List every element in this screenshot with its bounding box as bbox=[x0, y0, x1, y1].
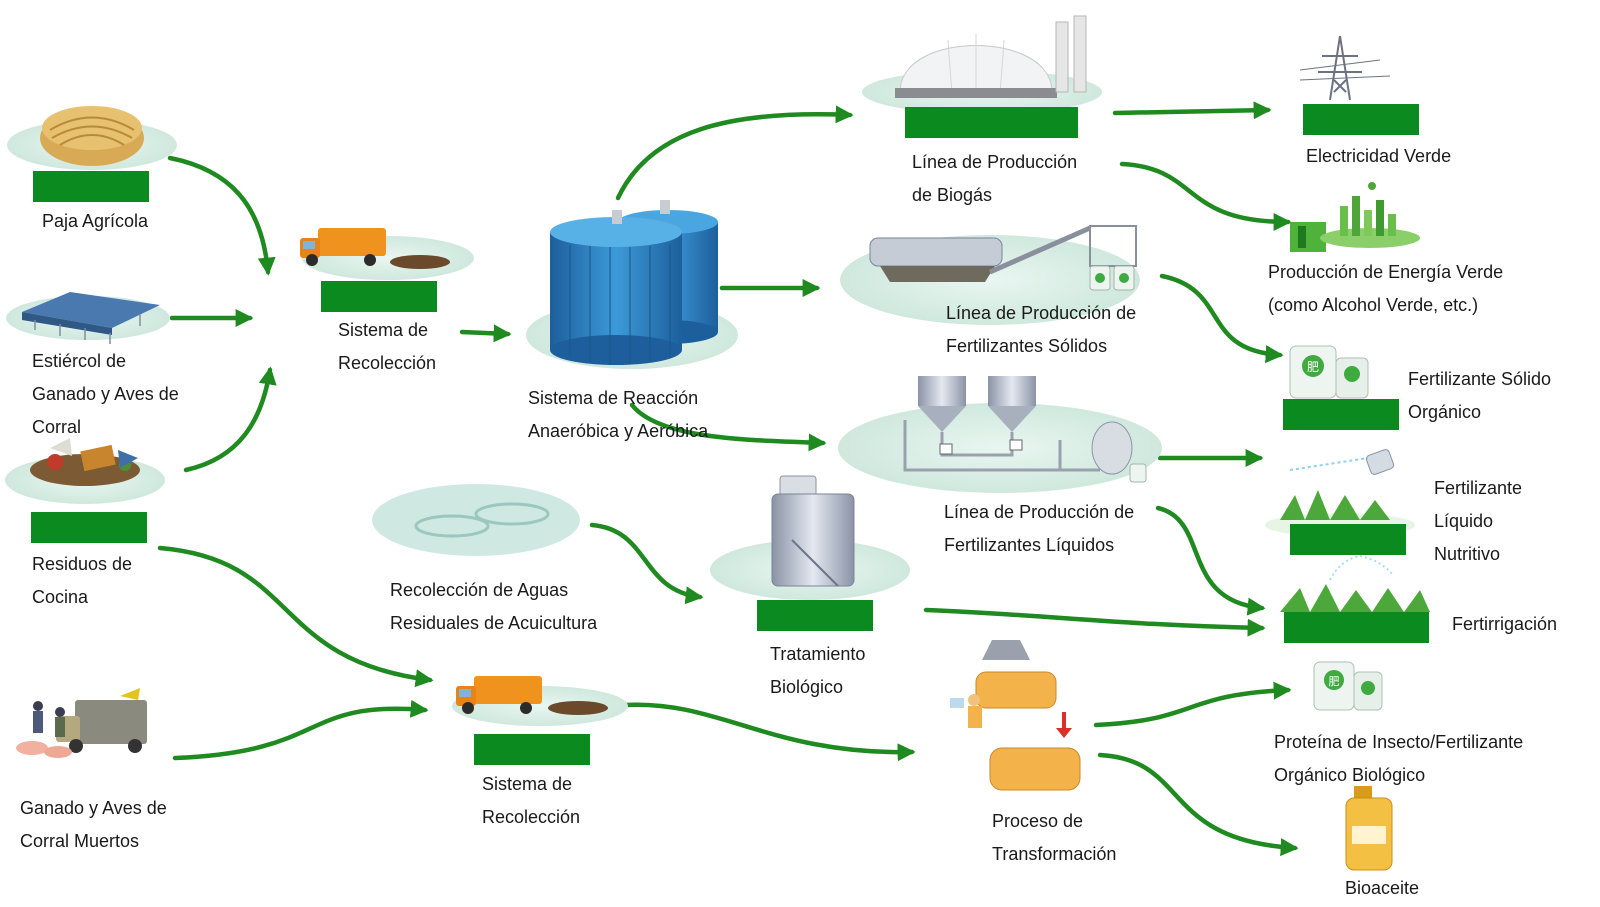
arrow-biogas-to-electricidad bbox=[1112, 101, 1272, 120]
svg-text:肥: 肥 bbox=[1329, 675, 1340, 688]
arrow-paja-to-recoleccion bbox=[167, 155, 276, 276]
oil-bottle-icon bbox=[1345, 786, 1393, 871]
label-estiercol: Estiércol de Ganado y Aves de Corral bbox=[32, 351, 179, 437]
arrow-recoleccion-to-reaccion bbox=[459, 324, 512, 343]
kitchen-waste-icon bbox=[30, 438, 140, 486]
label-bar-fertirrigacion bbox=[1284, 612, 1429, 643]
fertilizer-bag-icon: 肥 bbox=[1313, 661, 1383, 711]
label-transformacion: Proceso de Transformación bbox=[992, 811, 1117, 864]
label-energia-verde: Producción de Energía Verde (como Alcoho… bbox=[1268, 262, 1504, 315]
label-paja: Paja Agrícola bbox=[42, 211, 149, 231]
liquid-fertilizer-line-icon bbox=[903, 376, 1147, 483]
label-fert-solido-org: Fertilizante Sólido Orgánico bbox=[1408, 369, 1552, 422]
label-tratamiento: Tratamiento Biológico bbox=[770, 644, 866, 697]
svg-text:肥: 肥 bbox=[1307, 360, 1319, 374]
hay-bale-icon bbox=[40, 106, 144, 166]
label-fert-liquido: Fertilizante Líquido Nutritivo bbox=[1434, 478, 1523, 564]
label-bar-paja bbox=[33, 171, 149, 202]
label-reaccion: Sistema de Reacción Anaeróbica y Aeróbic… bbox=[528, 388, 709, 441]
bio-treatment-tank-icon bbox=[771, 475, 855, 587]
garbage-truck-icon bbox=[300, 228, 450, 269]
irrigation-sprinkler-icon bbox=[1280, 555, 1430, 612]
label-bar-electricidad bbox=[1303, 104, 1419, 135]
green-city-icon bbox=[1290, 182, 1420, 252]
label-bar-biogas bbox=[905, 107, 1078, 138]
label-fert-solidos: Línea de Producción de Fertilizantes Sól… bbox=[946, 303, 1137, 356]
arrow-solidos-to-fertsolido bbox=[1159, 273, 1284, 364]
livestock-barn-icon bbox=[22, 292, 160, 344]
watering-can-icon bbox=[1280, 449, 1395, 520]
label-aguas: Recolección de Aguas Residuales de Acuic… bbox=[390, 580, 598, 633]
label-recoleccion-1: Sistema de Recolección bbox=[338, 320, 437, 373]
label-recoleccion-2: Sistema de Recolección bbox=[482, 774, 581, 827]
fertilizer-bag-icon: 肥 bbox=[1289, 345, 1369, 399]
flow-arrows bbox=[157, 101, 1299, 857]
arrow-tratamiento-to-fertirrigacion bbox=[923, 607, 1266, 637]
label-bar-recoleccion2 bbox=[474, 734, 590, 765]
label-bioaceite: Bioaceite bbox=[1345, 878, 1420, 898]
processing-equipment-icon bbox=[950, 640, 1081, 791]
label-fert-liquidos: Línea de Producción de Fertilizantes Líq… bbox=[944, 502, 1135, 555]
label-bar-fertliquido bbox=[1290, 524, 1406, 555]
solid-fertilizer-line-icon bbox=[869, 225, 1137, 291]
label-residuos: Residuos de Cocina bbox=[32, 554, 133, 607]
arrow-liquidos-to-fertirrigacion bbox=[1155, 505, 1266, 616]
arrow-reaccion-to-liquidos bbox=[629, 402, 827, 452]
arrow-recoleccion2-to-transformacion bbox=[622, 702, 916, 762]
reactor-tank-icon bbox=[550, 200, 718, 365]
label-fertirrigacion: Fertirrigación bbox=[1452, 614, 1558, 634]
label-ganado-muertos: Ganado y Aves de Corral Muertos bbox=[20, 798, 167, 851]
power-tower-icon bbox=[1299, 35, 1391, 101]
label-bar-tratamiento bbox=[757, 600, 873, 631]
arrow-aguas-to-tratamiento bbox=[589, 522, 704, 605]
arrow-ganado-to-recoleccion2 bbox=[172, 699, 429, 761]
label-proteina: Proteína de Insecto/Fertilizante Orgánic… bbox=[1274, 732, 1524, 785]
arrow-residuos-to-recoleccion bbox=[183, 366, 277, 473]
label-electricidad: Electricidad Verde bbox=[1306, 146, 1452, 166]
arrow-transformacion-to-proteina bbox=[1093, 681, 1292, 728]
label-bar-fertsolido bbox=[1283, 399, 1399, 430]
arrow-reaccion-to-biogas bbox=[615, 105, 854, 201]
dead-livestock-truck-icon bbox=[16, 688, 147, 758]
label-biogas: Línea de Producción de Biogás bbox=[912, 152, 1078, 205]
arrow-biogas-to-energia bbox=[1119, 161, 1292, 231]
label-bar-residuos bbox=[31, 512, 147, 543]
biogas-dome-icon bbox=[895, 15, 1087, 98]
arrow-residuos-to-recoleccion2 bbox=[157, 545, 434, 688]
aquaculture-pond-icon bbox=[372, 484, 580, 556]
label-bars bbox=[31, 104, 1429, 765]
garbage-truck-icon bbox=[456, 676, 608, 715]
arrow-transformacion-to-bioaceite bbox=[1097, 752, 1299, 857]
label-bar-recoleccion1 bbox=[321, 281, 437, 312]
